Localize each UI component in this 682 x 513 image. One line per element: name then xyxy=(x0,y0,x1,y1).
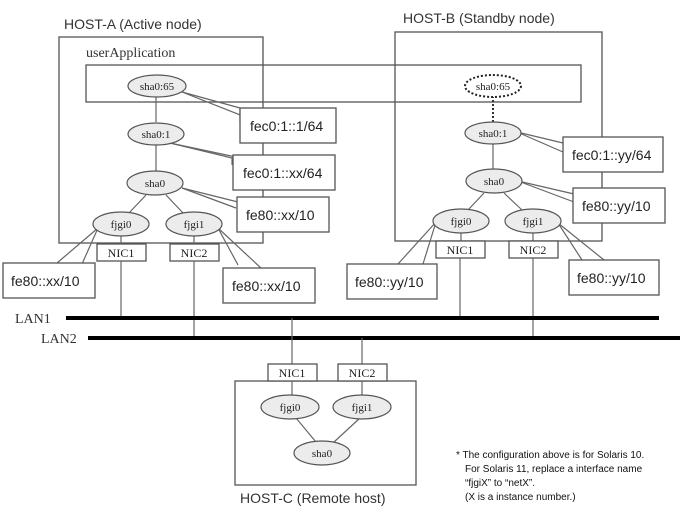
lan1-label: LAN1 xyxy=(15,312,51,327)
address-a-fjgi1: fe80::xx/10 xyxy=(232,278,301,294)
node-b-sha0 xyxy=(465,168,523,194)
nic-a-nic2-label: NIC2 xyxy=(181,246,208,260)
host-c-box xyxy=(234,380,417,486)
note-line-3: “fjgiX” to “netX”. xyxy=(465,478,535,489)
address-box-a-sha01 xyxy=(232,154,336,191)
node-b-sha0-1 xyxy=(464,121,522,145)
node-c-fjgi1 xyxy=(332,394,392,420)
nic-a-nic1-label: NIC1 xyxy=(108,246,135,260)
address-box-a-fjgi1 xyxy=(222,267,316,304)
node-a-fjgi0-label: fjgi0 xyxy=(111,219,132,231)
node-a-sha0-65-label: sha0:65 xyxy=(140,81,175,93)
address-box-b-sha01 xyxy=(562,136,664,173)
nic-b-nic2-label: NIC2 xyxy=(520,243,547,257)
nic-b-nic1-label: NIC1 xyxy=(447,243,474,257)
note-line-4: (X is a instance number.) xyxy=(465,492,576,503)
node-a-fjgi1 xyxy=(165,211,223,237)
node-a-fjgi1-label: fjgi1 xyxy=(184,219,205,231)
note-line-1: * The configuration above is for Solaris… xyxy=(456,450,644,461)
node-b-fjgi1 xyxy=(504,208,562,234)
node-a-sha0-1 xyxy=(127,122,185,146)
node-a-sha0-65 xyxy=(127,74,187,98)
address-a-sha0: fe80::xx/10 xyxy=(246,207,315,223)
node-b-sha0-label: sha0 xyxy=(484,176,505,188)
node-c-fjgi1-label: fjgi1 xyxy=(352,402,373,414)
address-a-fjgi0: fe80::xx/10 xyxy=(11,273,80,289)
host-c-title: HOST-C (Remote host) xyxy=(240,490,385,506)
address-b-sha01: fec0:1::yy/64 xyxy=(572,147,652,163)
node-a-sha0-label: sha0 xyxy=(145,178,166,190)
address-box-b-sha0 xyxy=(572,187,666,224)
node-b-sha0-65 xyxy=(464,74,522,98)
node-b-fjgi1-label: fjgi1 xyxy=(523,216,544,228)
address-box-b-fjgi0 xyxy=(346,263,438,300)
address-box-b-fjgi1 xyxy=(568,259,660,296)
address-a-takeover: fec0:1::1/64 xyxy=(250,118,323,134)
lan2-label: LAN2 xyxy=(41,332,77,347)
host-a-title: HOST-A (Active node) xyxy=(64,16,202,32)
address-b-fjgi0: fe80::yy/10 xyxy=(355,274,424,290)
address-box-a-takeover xyxy=(239,107,337,144)
node-c-fjgi0-label: fjgi0 xyxy=(280,402,301,414)
address-b-sha0: fe80::yy/10 xyxy=(582,198,651,214)
user-application-label: userApplication xyxy=(86,46,175,61)
node-a-fjgi0 xyxy=(92,211,150,237)
node-c-fjgi0 xyxy=(260,394,320,420)
note-line-2: For Solaris 11, replace a interface name xyxy=(465,464,643,475)
node-b-sha0-1-label: sha0:1 xyxy=(479,128,508,140)
node-a-sha0 xyxy=(126,170,184,196)
node-c-sha0 xyxy=(293,440,351,466)
address-box-a-fjgi0 xyxy=(2,262,96,299)
user-application-box xyxy=(85,64,582,103)
address-b-fjgi1: fe80::yy/10 xyxy=(577,270,646,286)
node-b-sha0-65-label: sha0:65 xyxy=(476,81,511,93)
address-a-sha01: fec0:1::xx/64 xyxy=(243,165,323,181)
host-b-title: HOST-B (Standby node) xyxy=(403,10,555,26)
node-b-fjgi0 xyxy=(432,208,490,234)
node-c-sha0-label: sha0 xyxy=(312,448,333,460)
nic-c-nic1-label: NIC1 xyxy=(279,366,306,380)
node-b-fjgi0-label: fjgi0 xyxy=(451,216,472,228)
node-a-sha0-1-label: sha0:1 xyxy=(142,129,171,141)
address-box-a-sha0 xyxy=(236,196,330,233)
nic-c-nic2-label: NIC2 xyxy=(349,366,376,380)
